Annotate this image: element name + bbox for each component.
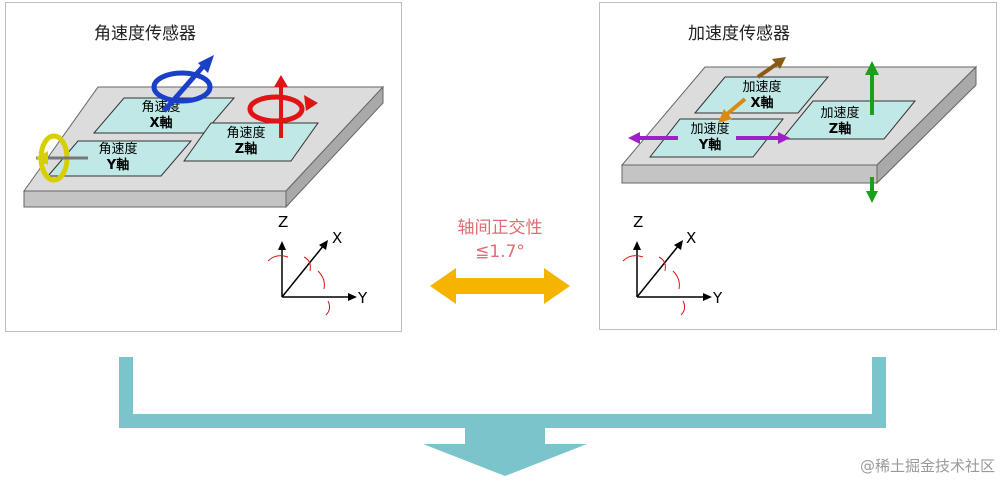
gyro-axis-z-label: Z bbox=[278, 213, 288, 231]
accel-diagram: 加速度 X軸 加速度 Y軸 加速度 Z軸 bbox=[620, 57, 978, 316]
accel-y-arrow bbox=[628, 132, 790, 144]
orthogonality-caption: 轴间正交性 ≦1.7° bbox=[440, 216, 560, 264]
gyro-diagram: 角速度 X軸 角速度 Y軸 角速度 Z軸 bbox=[23, 55, 385, 316]
gyro-z-name: 角速度 bbox=[226, 125, 265, 141]
gyro-y-name: 角速度 bbox=[98, 141, 137, 157]
accel-pad-z bbox=[780, 100, 917, 140]
gyro-axis-x-label: X bbox=[332, 229, 342, 247]
orthogonality-value: ≦1.7° bbox=[475, 242, 525, 262]
accel-y-name: 加速度 bbox=[690, 121, 729, 137]
accel-pad-x bbox=[693, 76, 830, 114]
orthogonality-double-arrow bbox=[430, 268, 570, 304]
accel-title: 加速度传感器 bbox=[688, 24, 790, 44]
merge-down-arrow bbox=[423, 428, 587, 476]
gyro-axis-y-label: Y bbox=[357, 289, 368, 307]
gyro-y-axis: Y軸 bbox=[106, 157, 129, 173]
gyro-board-side bbox=[285, 85, 384, 209]
accel-z-name: 加速度 bbox=[820, 105, 859, 121]
merge-connector bbox=[119, 357, 886, 428]
gyro-x-rotation-arrow bbox=[151, 55, 214, 113]
gyro-title: 角速度传感器 bbox=[94, 24, 196, 44]
accel-axis-gizmo bbox=[622, 240, 712, 316]
accel-axis-y-label: Y bbox=[712, 289, 723, 307]
gyro-pad-x bbox=[92, 97, 236, 134]
gyro-axis-gizmo bbox=[267, 240, 357, 316]
accel-z-arrow bbox=[865, 61, 879, 203]
gyro-pad-z bbox=[183, 122, 319, 162]
accel-x-axis: X軸 bbox=[750, 95, 773, 111]
accel-y-axis: Y軸 bbox=[698, 137, 721, 153]
gyro-x-axis: X軸 bbox=[149, 115, 172, 131]
accel-axis-z-label: Z bbox=[633, 213, 643, 231]
accel-z-axis: Z軸 bbox=[829, 121, 851, 137]
gyro-sensor-panel: 角速度传感器 角速度 X軸 角速度 Y軸 角速度 Z軸 bbox=[5, 2, 402, 332]
gyro-z-rotation-arrow bbox=[247, 75, 318, 138]
accel-board-side bbox=[876, 65, 977, 185]
accel-x-name: 加速度 bbox=[742, 79, 781, 95]
accel-x-arrow bbox=[718, 57, 786, 123]
accel-axis-x-label: X bbox=[686, 229, 696, 247]
accel-sensor-panel: 加速度传感器 加速度 X軸 加速度 Y軸 加速度 Z軸 bbox=[599, 2, 997, 330]
gyro-z-axis: Z軸 bbox=[235, 141, 257, 157]
gyro-y-rotation-arrow bbox=[36, 133, 88, 183]
orthogonality-label: 轴间正交性 bbox=[457, 218, 543, 238]
accel-pad-y bbox=[648, 118, 785, 158]
watermark: @稀土掘金技术社区 bbox=[859, 457, 995, 475]
